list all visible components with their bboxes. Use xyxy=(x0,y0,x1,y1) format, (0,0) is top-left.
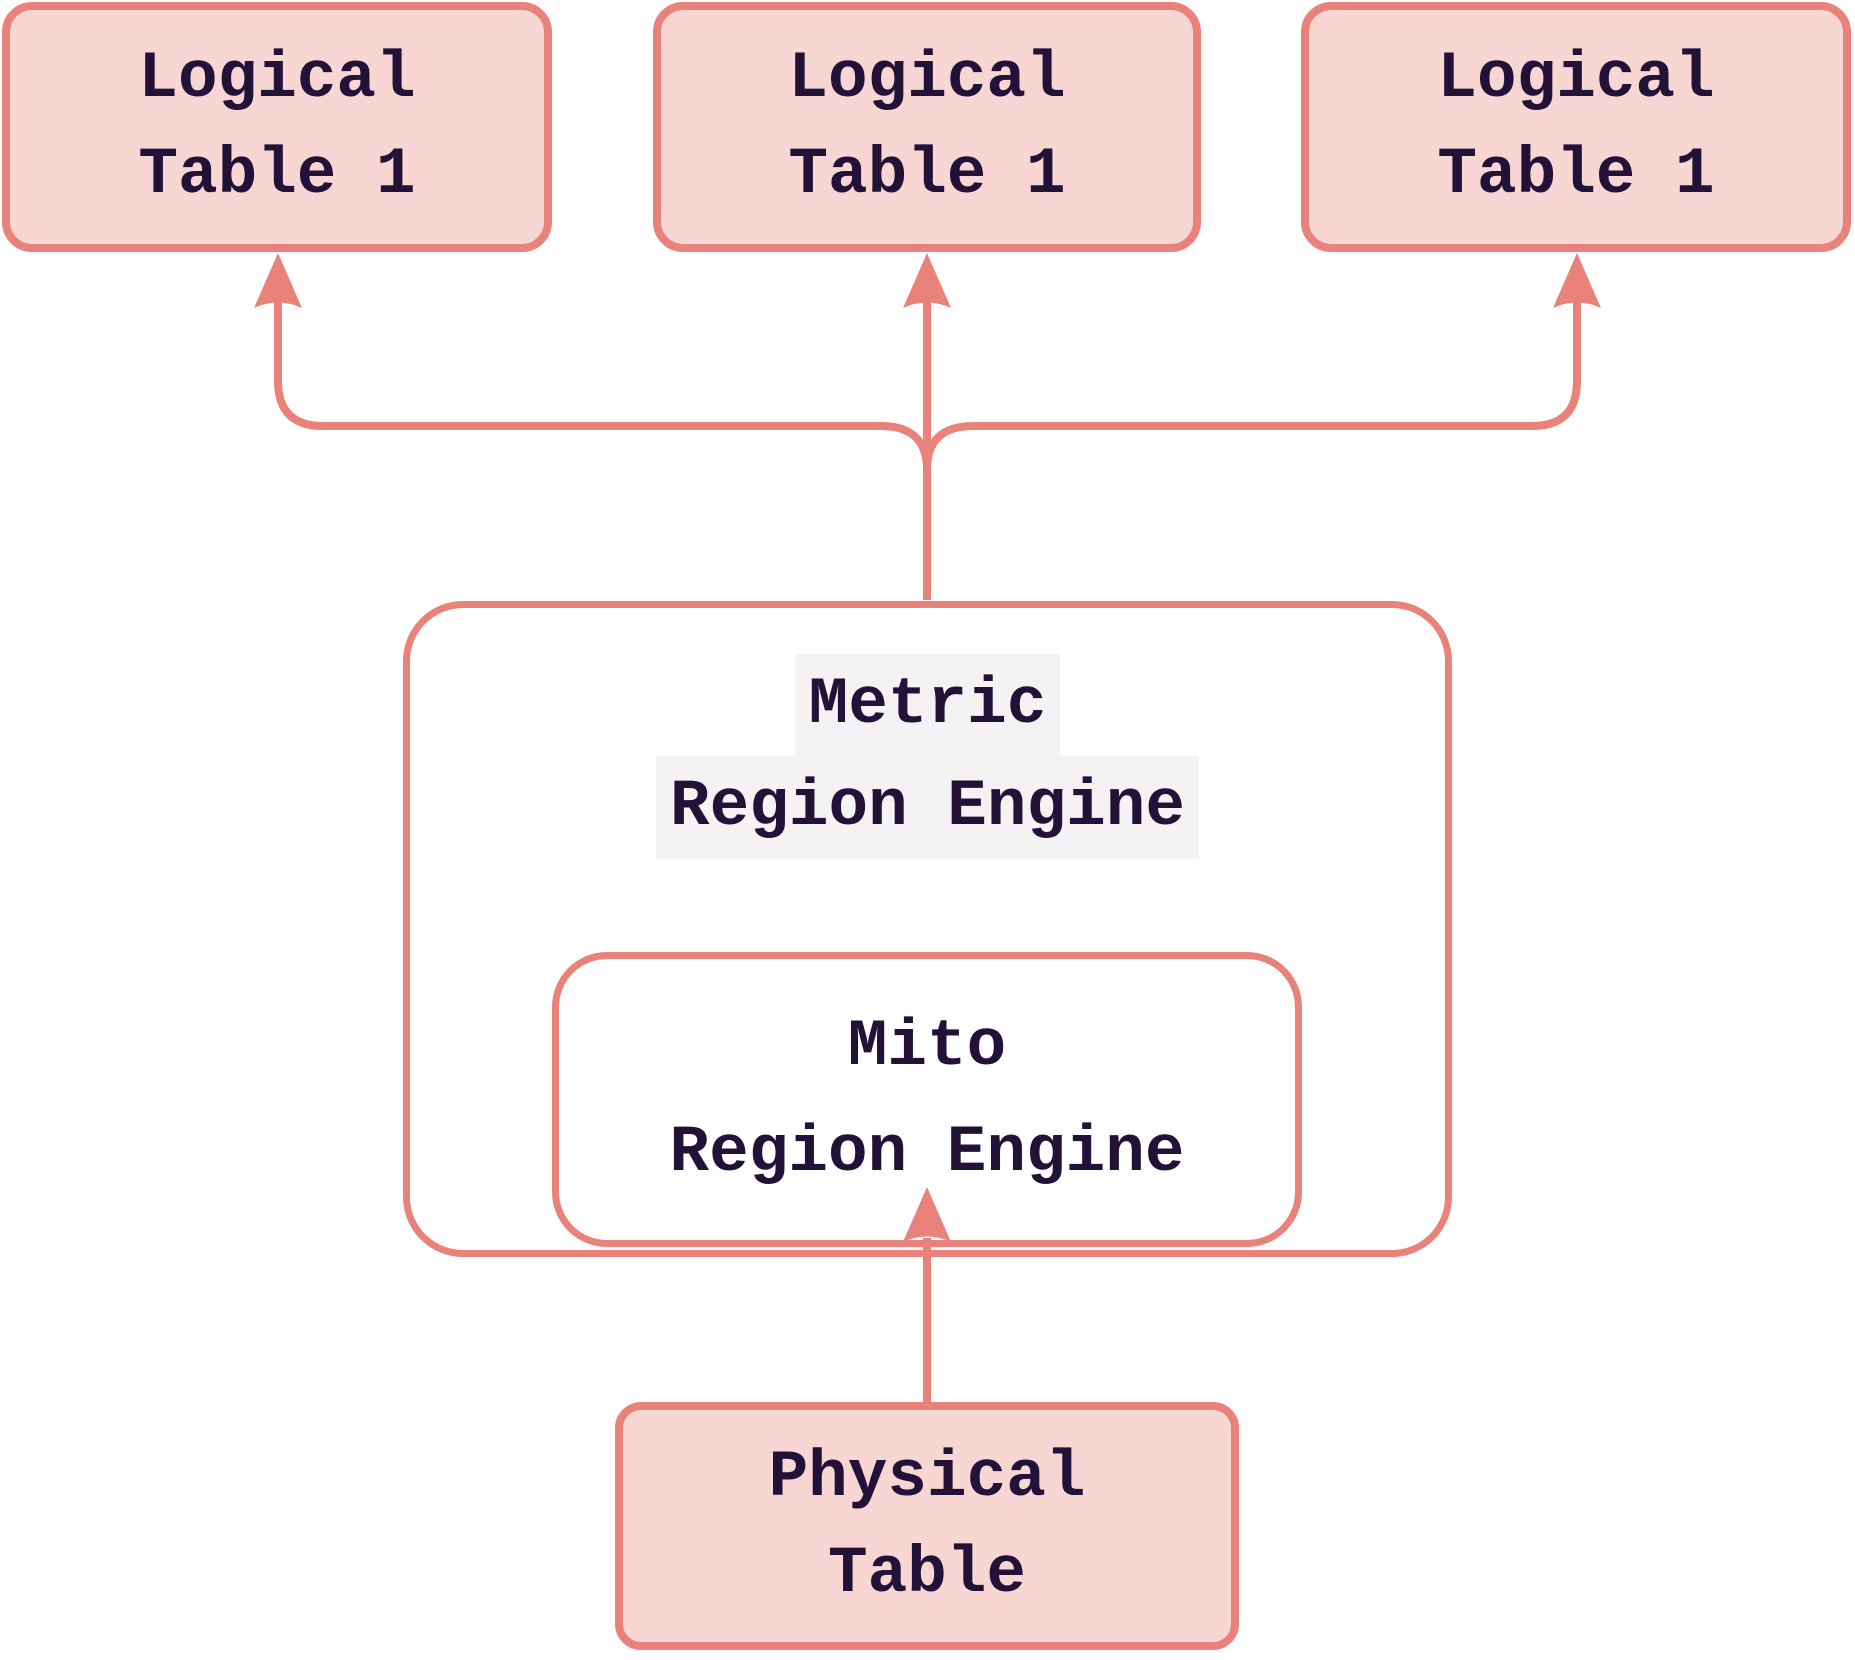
node-label-line: Logical xyxy=(138,41,416,117)
node-label-line: Table 1 xyxy=(138,137,416,212)
arrowhead-up-icon xyxy=(1553,253,1601,308)
arrowhead-up-icon xyxy=(254,253,302,308)
node-label-line: Table 1 xyxy=(1437,137,1715,212)
edge-metric-to-logical-1 xyxy=(254,253,931,600)
node-label-line: Table xyxy=(827,1536,1027,1611)
node-label-line: Mito xyxy=(847,1008,1007,1084)
node-label-line: Metric xyxy=(794,654,1061,757)
node-logical-table-2: Logical Table 1 xyxy=(653,2,1201,252)
node-label-line: Logical xyxy=(1437,41,1715,117)
edge-metric-to-logical-3 xyxy=(923,253,1601,471)
node-label-line: Region Engine xyxy=(656,756,1199,859)
node-logical-table-3: Logical Table 1 xyxy=(1301,2,1851,252)
node-label-line: Logical xyxy=(788,41,1066,117)
node-logical-table-1: Logical Table 1 xyxy=(2,2,552,252)
edge-metric-to-logical-2 xyxy=(903,253,951,600)
node-label-line: Table 1 xyxy=(788,137,1066,212)
arrowhead-up-icon xyxy=(903,253,951,308)
node-label-line: Physical xyxy=(768,1440,1086,1516)
node-mito-region-engine: Mito Region Engine xyxy=(552,952,1302,1247)
node-physical-table: Physical Table xyxy=(615,1402,1239,1650)
node-label-line: Region Engine xyxy=(669,1114,1185,1190)
